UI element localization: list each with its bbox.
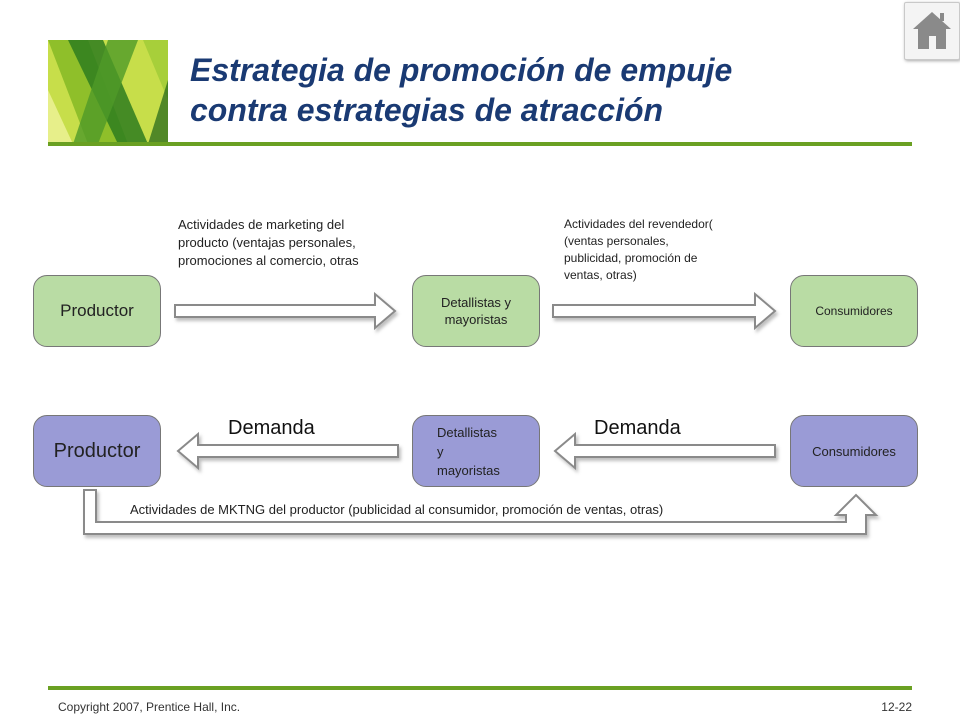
producer-marketing-arrow <box>83 489 879 535</box>
demand-label-1: Demanda <box>228 417 315 439</box>
slide-logo <box>48 40 168 144</box>
pull-middleman-box: Detallistas y mayoristas <box>412 415 540 487</box>
push-consumer-box: Consumidores <box>790 275 918 347</box>
pull-consumer-box: Consumidores <box>790 415 918 487</box>
push-producer-label: Productor <box>60 301 134 320</box>
push-arrow-1 <box>174 291 397 331</box>
slide-number: 12-22 <box>881 700 912 714</box>
home-icon <box>913 12 951 49</box>
pull-consumer-label: Consumidores <box>812 443 896 459</box>
push-note-producer: Actividades de marketing del producto (v… <box>178 217 359 268</box>
home-button[interactable] <box>904 2 960 60</box>
push-producer-box: Productor <box>33 275 161 347</box>
title-line-2: contra estrategias de atracción <box>190 92 664 128</box>
pull-middleman-line1: Detallistas <box>437 424 497 440</box>
pull-note-producer: Actividades de MKTNG del productor (publ… <box>130 502 664 517</box>
demand-label-2: Demanda <box>594 417 681 439</box>
pull-producer-label: Productor <box>53 439 141 462</box>
pull-producer-box: Productor <box>33 415 161 487</box>
push-consumer-label: Consumidores <box>815 304 893 318</box>
pull-middleman-line2: y <box>437 443 444 459</box>
push-note-reseller: Actividades del revendedor( (ventas pers… <box>564 217 713 282</box>
pull-arrow-1 <box>176 431 399 471</box>
footer-divider <box>48 686 912 690</box>
slide-title: Estrategia de promoción de empuje contra… <box>190 50 910 130</box>
title-divider <box>48 142 912 146</box>
push-arrow-2 <box>552 291 777 331</box>
title-line-1: Estrategia de promoción de empuje <box>190 52 733 88</box>
copyright-text: Copyright 2007, Prentice Hall, Inc. <box>58 700 241 714</box>
push-middleman-label: Detallistas y mayoristas <box>440 295 512 327</box>
push-middleman-box: Detallistas y mayoristas <box>412 275 540 347</box>
pull-arrow-2 <box>553 431 776 471</box>
pull-middleman-line3: mayoristas <box>437 462 500 478</box>
